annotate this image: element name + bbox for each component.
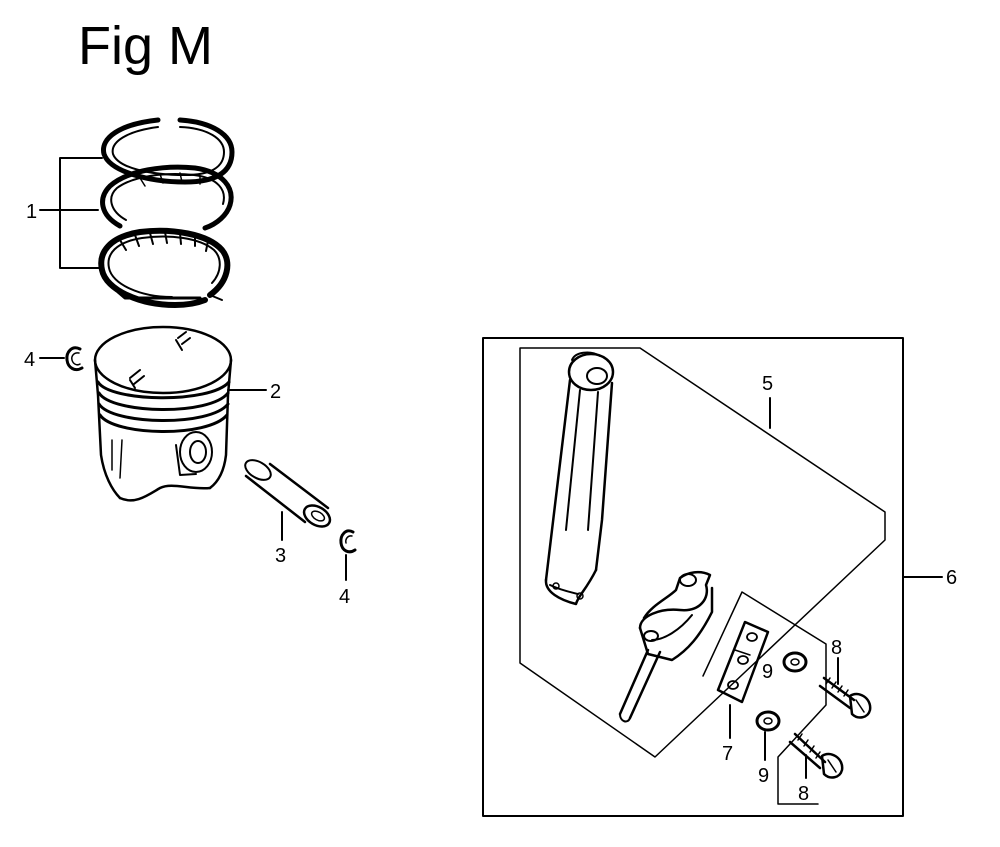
callout-label-1: 1 — [26, 201, 37, 223]
piston-ring-oil — [98, 227, 231, 308]
lock-plate-outline — [702, 591, 827, 805]
connecting-rod-cap — [618, 570, 714, 723]
piston-ring-middle — [100, 164, 234, 231]
bolt-lower — [788, 732, 844, 779]
piston-pin — [244, 459, 332, 528]
connecting-rod-assembly-frame — [482, 337, 904, 817]
piston-rings — [98, 117, 235, 308]
connecting-rod-outline — [519, 347, 886, 758]
callout-label-4b: 4 — [339, 586, 350, 608]
washer-upper — [782, 651, 808, 673]
callout-label-9b: 9 — [758, 765, 769, 787]
connecting-rod — [544, 351, 615, 606]
piston — [93, 325, 233, 502]
callout-label-9a: 9 — [762, 661, 773, 683]
washer-lower — [755, 710, 781, 732]
figure-title: Fig M — [78, 16, 213, 76]
callout-label-7: 7 — [722, 743, 733, 765]
bolt-upper — [818, 676, 872, 719]
callout-label-8b: 8 — [798, 783, 809, 805]
callout-label-2: 2 — [270, 381, 281, 403]
callout-label-5: 5 — [762, 373, 773, 395]
lock-plate — [716, 620, 770, 704]
callout-1-leader — [39, 157, 103, 269]
callout-label-4a: 4 — [24, 349, 35, 371]
circlip-left — [65, 346, 84, 372]
callout-label-8a: 8 — [831, 637, 842, 659]
callout-label-3: 3 — [275, 545, 286, 567]
callout-label-6: 6 — [946, 567, 957, 589]
circlip-right — [339, 529, 357, 554]
